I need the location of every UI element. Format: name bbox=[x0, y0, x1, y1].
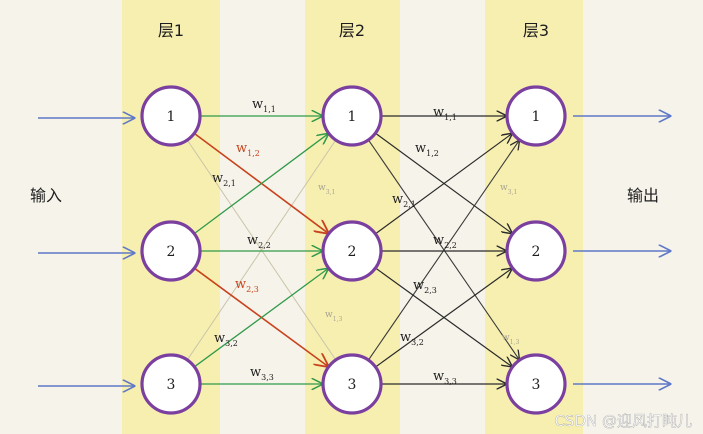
node-label-l2-3: 3 bbox=[348, 377, 357, 393]
node-l3-2 bbox=[505, 220, 567, 282]
node-label-l3-2: 2 bbox=[532, 244, 541, 260]
node-l2-3 bbox=[321, 353, 383, 415]
weight-label-23-2-1: w2,1 bbox=[392, 192, 416, 209]
node-label-l1-2: 2 bbox=[167, 244, 176, 260]
edge-12-w3-2 bbox=[193, 269, 327, 368]
input-label: 输入 bbox=[30, 186, 62, 205]
weight-label-23-1-1: w1,1 bbox=[433, 105, 457, 122]
layer2-to-layer3-edges bbox=[367, 116, 519, 384]
node-label-l3-1: 1 bbox=[532, 109, 541, 125]
node-l1-2 bbox=[140, 220, 202, 282]
layer-2-title: 层2 bbox=[339, 21, 365, 40]
output-label: 输出 bbox=[627, 186, 659, 205]
edge-23-w3-2 bbox=[375, 269, 512, 368]
weight-label-23-3-3: w3,3 bbox=[433, 369, 457, 386]
weight-labels: w1,1w1,2w2,1w2,2w2,3w3,2w3,3w1,1w1,2w2,1… bbox=[212, 97, 519, 386]
node-l1-3 bbox=[140, 353, 202, 415]
input-arrows bbox=[38, 118, 134, 386]
output-arrows bbox=[573, 116, 670, 384]
node-l2-2 bbox=[321, 220, 383, 282]
faint-weight-label-0: w3,1 bbox=[318, 183, 335, 196]
node-l3-3 bbox=[505, 353, 567, 415]
node-label-l1-3: 3 bbox=[167, 377, 176, 393]
faint-weight-label-1: w1,3 bbox=[325, 310, 342, 323]
node-label-l2-1: 1 bbox=[348, 109, 357, 125]
weight-label-12-3-2: w3,2 bbox=[214, 331, 238, 348]
edge-12-w2-1 bbox=[193, 134, 328, 235]
layer-1-title: 层1 bbox=[158, 21, 184, 40]
nodes: 1 2 3 1 2 3 1 2 3 bbox=[140, 85, 567, 415]
weight-label-12-2-3: w2,3 bbox=[235, 277, 259, 294]
faint-weight-label-3: w1,3 bbox=[502, 333, 519, 346]
layer1-to-layer2-edges bbox=[186, 116, 336, 384]
faint-weight-label-2: w3,1 bbox=[500, 183, 517, 196]
weight-label-12-2-2: w2,2 bbox=[247, 233, 271, 250]
watermark: CSDN @迎风打盹儿 bbox=[554, 412, 692, 430]
node-l1-1 bbox=[140, 85, 202, 147]
weight-label-23-2-2: w2,2 bbox=[433, 233, 457, 250]
weight-label-12-1-2: w1,2 bbox=[236, 141, 260, 158]
edge-23-w2-1 bbox=[375, 134, 511, 235]
node-label-l2-2: 2 bbox=[348, 244, 357, 260]
weight-label-12-1-1: w1,1 bbox=[252, 97, 276, 114]
node-l3-1 bbox=[505, 85, 567, 147]
weight-label-23-2-3: w2,3 bbox=[413, 278, 437, 295]
weight-label-12-2-1: w2,1 bbox=[212, 171, 236, 188]
layer-3-title: 层3 bbox=[523, 21, 549, 40]
node-label-l3-3: 3 bbox=[532, 377, 541, 393]
node-label-l1-1: 1 bbox=[167, 109, 176, 125]
node-l2-1 bbox=[321, 85, 383, 147]
weight-label-12-3-3: w3,3 bbox=[250, 365, 274, 382]
weight-label-23-3-2: w3,2 bbox=[400, 330, 424, 347]
weight-label-23-1-2: w1,2 bbox=[415, 141, 439, 158]
